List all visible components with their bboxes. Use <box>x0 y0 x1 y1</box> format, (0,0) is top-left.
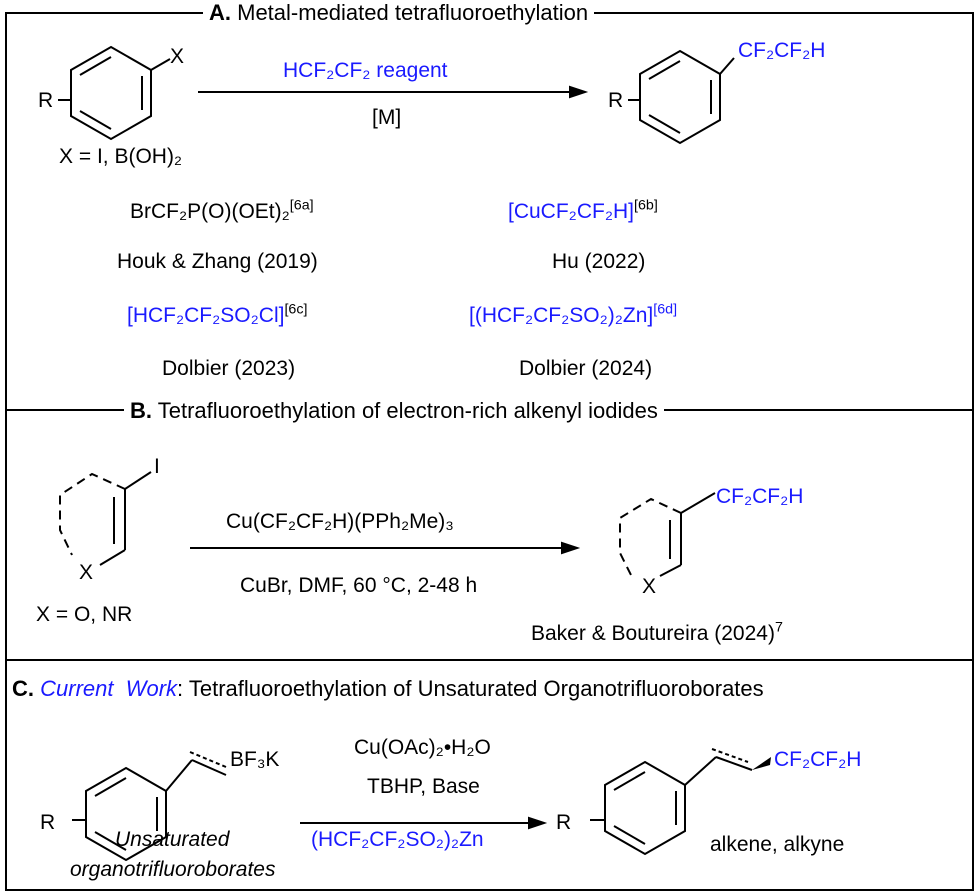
panel-b-x-definition: X = O, NR <box>36 603 133 626</box>
panel-b-reactant-ring <box>59 471 152 566</box>
panel-c-arrow <box>300 816 548 830</box>
panel-b-product-ring <box>619 492 716 577</box>
panel-c-dashed-bond <box>189 751 227 768</box>
panel-b-header: B. Tetrafluoroethylation of electron-ric… <box>124 400 664 422</box>
panel-a-r-substituent: R <box>38 89 54 112</box>
reagent-1-formula: BrCF₂P(O)(OEt)₂[6a] <box>130 198 314 223</box>
panel-a-product-group: CF₂CF₂H <box>738 39 826 62</box>
panel-c-r-substituent: R <box>40 811 56 834</box>
reagent-4-ref: [6d] <box>653 301 678 318</box>
panel-c-substrate-name-1: Unsaturated <box>115 828 230 851</box>
panel-b-frame <box>5 409 974 661</box>
reagent-1-ref: [6a] <box>289 197 314 214</box>
panel-b-condition-label: CuBr, DMF, 60 °C, 2-48 h <box>240 574 478 597</box>
panel-c-condition-1: Cu(OAc)₂•H₂O <box>354 736 491 759</box>
reagent-1-author: Houk & Zhang (2019) <box>117 250 318 273</box>
panel-a-x-definition: X = I, B(OH)₂ <box>59 145 183 168</box>
panel-a-title: Metal-mediated tetrafluoroethylation <box>237 0 589 25</box>
panel-a-reactant-ring <box>58 45 171 141</box>
panel-c-boron-group: BF₃K <box>230 748 280 771</box>
panel-c-product-label: alkene, alkyne <box>710 833 845 856</box>
panel-a-product-r: R <box>608 89 624 112</box>
panel-b-citation: Baker & Boutureira (2024)7 <box>531 620 783 645</box>
panel-c-product-dashed-bond <box>711 748 749 763</box>
panel-c-header: C. Current Work: Tetrafluoroethylation o… <box>12 678 764 700</box>
panel-a-reagent-label: HCF₂CF₂ reagent <box>283 59 448 82</box>
reagent-2-formula: [CuCF₂CF₂H][6b] <box>508 198 658 223</box>
panel-a-x-substituent: X <box>170 45 185 68</box>
panel-b-product-group: CF₂CF₂H <box>716 485 804 508</box>
panel-c-highlight: Current Work <box>40 676 178 701</box>
reagent-2-author: Hu (2022) <box>552 250 646 273</box>
panel-c-condition-2: TBHP, Base <box>367 775 480 798</box>
reagent-1-text: BrCF₂P(O)(OEt)₂ <box>130 200 290 223</box>
reagent-3-author: Dolbier (2023) <box>162 357 296 380</box>
panel-c-wedge-bond <box>752 757 771 770</box>
panel-b-citation-ref: 7 <box>774 619 783 636</box>
panel-b-label: B. <box>130 398 152 423</box>
panel-b-reagent-label: Cu(CF₂CF₂H)(PPh₂Me)₃ <box>226 510 454 533</box>
panel-a-product-ring <box>628 49 735 145</box>
reagent-3-text: [HCF₂CF₂SO₂Cl] <box>127 304 285 327</box>
panel-c-substrate-name-2: organotrifluoroborates <box>70 858 276 881</box>
reagent-4-formula: [(HCF₂CF₂SO₂)₂Zn][6d] <box>469 302 677 327</box>
panel-c-product-ring <box>590 756 753 856</box>
panel-b-title: Tetrafluoroethylation of electron-rich a… <box>157 398 658 423</box>
panel-c-label: C. <box>12 676 34 701</box>
panel-b-product-x: X <box>642 575 657 598</box>
panel-b-ring-x: X <box>79 561 94 584</box>
panel-b-iodide: I <box>154 455 160 478</box>
panel-b-arrow <box>190 541 581 555</box>
reagent-2-ref: [6b] <box>633 197 658 214</box>
panel-a-condition-label: [M] <box>372 106 402 129</box>
panel-c-product-group: CF₂CF₂H <box>774 748 862 771</box>
reagent-4-text: [(HCF₂CF₂SO₂)₂Zn] <box>469 304 654 327</box>
panel-c-title: : Tetrafluoroethylation of Unsaturated O… <box>177 676 764 701</box>
panel-c-condition-3: (HCF₂CF₂SO₂)₂Zn <box>311 828 484 851</box>
panel-c-product-r: R <box>556 811 572 834</box>
panel-a-label: A. <box>209 0 231 25</box>
reagent-3-ref: [6c] <box>284 301 308 318</box>
reagent-2-text: [CuCF₂CF₂H] <box>508 200 634 223</box>
panel-a-header: A. Metal-mediated tetrafluoroethylation <box>203 0 595 25</box>
panel-b-citation-text: Baker & Boutureira (2024) <box>531 622 775 645</box>
panel-c-reactant-ring <box>72 759 227 862</box>
panel-a-arrow <box>198 85 589 99</box>
panel-c-frame <box>5 659 974 891</box>
reagent-4-author: Dolbier (2024) <box>519 357 653 380</box>
reagent-3-formula: [HCF₂CF₂SO₂Cl][6c] <box>127 302 307 327</box>
